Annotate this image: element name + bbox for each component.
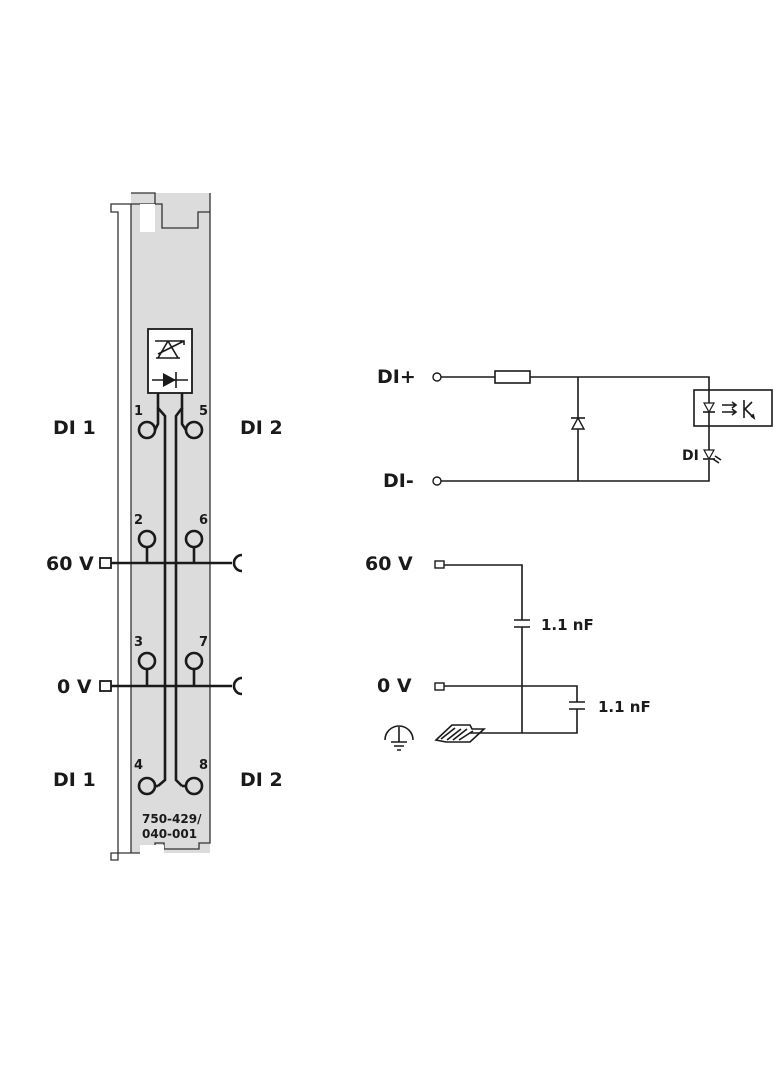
conductor-right: [174, 393, 184, 787]
label-di2-top: DI 2: [240, 417, 283, 439]
protection-diode-icon: [570, 416, 586, 430]
terminal-number-7: 7: [199, 635, 208, 650]
diode-icon: [152, 372, 188, 388]
label-0v: 0 V: [57, 676, 92, 698]
terminal-60v: [434, 560, 445, 569]
terminal-number-2: 2: [134, 513, 143, 528]
module-body: [131, 193, 210, 853]
di-plus-label: DI+: [377, 366, 416, 388]
terminal-3: [137, 651, 157, 686]
label-di2-bottom: DI 2: [240, 769, 283, 791]
module-top-latch: [155, 203, 210, 229]
part-number-line2: 040-001: [142, 827, 197, 841]
capacitor-1-label: 1.1 nF: [541, 616, 594, 634]
indicator-box: [147, 328, 193, 394]
terminal-number-3: 3: [134, 635, 143, 650]
resistor-icon: [494, 370, 531, 384]
di-minus-terminal: [432, 476, 442, 486]
din-rail-icon: [434, 724, 487, 743]
conductor-left: [156, 393, 167, 787]
led-icon: [702, 449, 722, 464]
schematic-0v-label: 0 V: [377, 675, 412, 697]
di-led-label: DI: [682, 448, 699, 464]
power-rail-60v: [99, 553, 243, 573]
terminal-8: [182, 776, 204, 796]
di-plus-terminal: [432, 372, 442, 382]
terminal-2: [137, 529, 157, 563]
terminal-7: [184, 651, 204, 686]
terminal-0v: [434, 682, 445, 691]
part-number-line1: 750-429/: [142, 812, 202, 826]
top-latch-cut: [140, 204, 155, 232]
label-di1-top: DI 1: [53, 417, 96, 439]
varistor-icon: [155, 340, 185, 359]
di-minus-label: DI-: [383, 470, 414, 492]
ground-icon: [384, 725, 414, 751]
capacitor-icon: [514, 619, 530, 628]
terminal-1: [137, 408, 160, 440]
terminal-number-8: 8: [199, 758, 208, 773]
terminal-number-6: 6: [199, 513, 208, 528]
io-module: 1 5 2 6 3 7 4 8 750-429/ 040-001: [99, 192, 243, 861]
terminal-5: [180, 408, 204, 440]
input-circuit-schematic: DI DI+ DI- 60 V 0 V 1.1 nF 1.1 nF: [365, 366, 773, 751]
terminal-4: [137, 776, 158, 796]
terminal-number-5: 5: [199, 404, 208, 419]
terminal-number-1: 1: [134, 404, 143, 419]
terminal-number-4: 4: [134, 758, 143, 773]
bottom-latch-cut: [140, 845, 164, 854]
schematic-60v-label: 60 V: [365, 553, 413, 575]
terminal-6: [184, 529, 204, 563]
capacitor-icon-2: [569, 701, 585, 710]
label-di1-bottom: DI 1: [53, 769, 96, 791]
capacitor-2-label: 1.1 nF: [598, 698, 651, 716]
power-rail-0v: [99, 676, 243, 696]
label-60v: 60 V: [46, 553, 94, 575]
